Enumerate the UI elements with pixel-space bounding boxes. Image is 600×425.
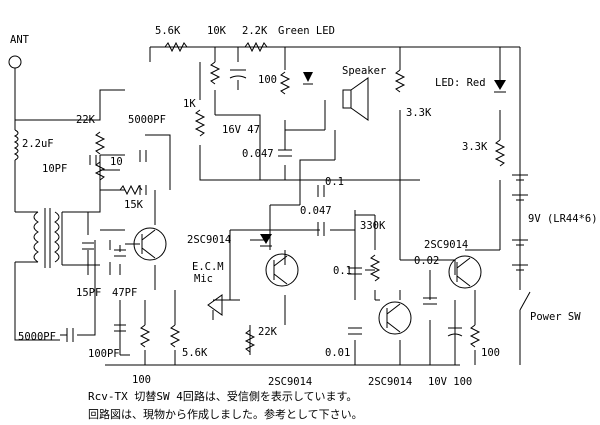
green-led-symbol [303, 72, 313, 85]
label-c-001: 0.01 [325, 347, 350, 359]
label-power-sw: Power SW [530, 311, 581, 323]
label-r-1k: 1K [183, 98, 196, 110]
label-r-5k6-bottom: 5.6K [182, 347, 208, 359]
label-q1: 2SC9014 [187, 234, 231, 246]
label-c-01-a: 0.1 [325, 176, 344, 188]
note-line-1: Rcv-TX 切替SW 4回路は、受信側を表示しています。 [88, 389, 357, 403]
label-r-330k: 330K [360, 220, 386, 232]
rf-transformer [15, 208, 60, 268]
label-c-100pf: 100PF [88, 348, 120, 360]
label-q4: 2SC9014 [424, 239, 468, 251]
label-r-100-right: 100 [481, 347, 500, 359]
mic-symbol [207, 294, 223, 316]
label-c-15pf: 15PF [76, 287, 101, 299]
label-c-5000pf-left: 5000PF [18, 331, 56, 343]
battery-symbol [512, 174, 528, 271]
label-c-0047-b: 0.047 [300, 205, 332, 217]
label-c-10v100: 10V 100 [428, 376, 472, 388]
transistor-q4 [448, 255, 482, 289]
notes: Rcv-TX 切替SW 4回路は、受信側を表示しています。 回路図は、現物から作… [88, 389, 363, 421]
label-r-10: 10 [110, 156, 123, 168]
label-q3-bottom: 2SC9014 [368, 376, 412, 388]
label-c-01-b: 0.1 [333, 265, 352, 277]
label-c-47pf: 47PF [112, 287, 137, 299]
component-labels: ANT 2.2uF 10PF 22K 5000PF 10 15K 15PF 47… [10, 25, 598, 388]
transistor-q2 [265, 253, 299, 287]
label-r-22k-bottom: 22K [258, 326, 278, 338]
label-led-red: LED: Red [435, 77, 486, 89]
label-r-100-led: 100 [258, 74, 277, 86]
label-ecm: E.C.M [192, 261, 224, 273]
label-r-100-bottom: 100 [132, 374, 151, 386]
transistor-q3 [378, 301, 412, 335]
antenna [8, 55, 22, 69]
label-r-2k2: 2.2K [242, 25, 268, 37]
inductor-2u2 [13, 129, 19, 161]
label-r-15k: 15K [124, 199, 144, 211]
label-q2-bottom: 2SC9014 [268, 376, 312, 388]
speaker-symbol [342, 77, 369, 121]
label-r-22k: 22K [76, 114, 96, 126]
label-r-3k3-right: 3.3K [462, 141, 488, 153]
label-r-10k: 10K [207, 25, 227, 37]
capacitors [66, 69, 463, 342]
label-speaker: Speaker [342, 65, 386, 77]
label-c-5000pf-top: 5000PF [128, 114, 166, 126]
label-c-0047-a: 0.047 [242, 148, 274, 160]
antenna-symbol [8, 55, 22, 69]
label-ant: ANT [10, 34, 30, 46]
transistor-q1 [133, 227, 167, 261]
label-battery: 9V (LR44*6) [528, 213, 598, 225]
label-r-3k3-mid: 3.3K [406, 107, 432, 119]
resistors [94, 41, 506, 353]
red-led-symbol [494, 80, 506, 93]
label-c-16v47: 16V 47 [222, 124, 260, 136]
label-r-5k6-top: 5.6K [155, 25, 181, 37]
diode [260, 234, 272, 247]
label-c-10pf: 10PF [42, 163, 67, 175]
label-ind-2u2: 2.2uF [22, 138, 54, 150]
power-switch [519, 291, 531, 311]
label-c-002: 0.02 [414, 255, 439, 267]
note-line-2: 回路図は、現物から作成しました。参考として下さい。 [88, 407, 363, 421]
wires [14, 46, 521, 366]
label-mic: Mic [194, 273, 213, 285]
label-green-led: Green LED [278, 25, 335, 37]
